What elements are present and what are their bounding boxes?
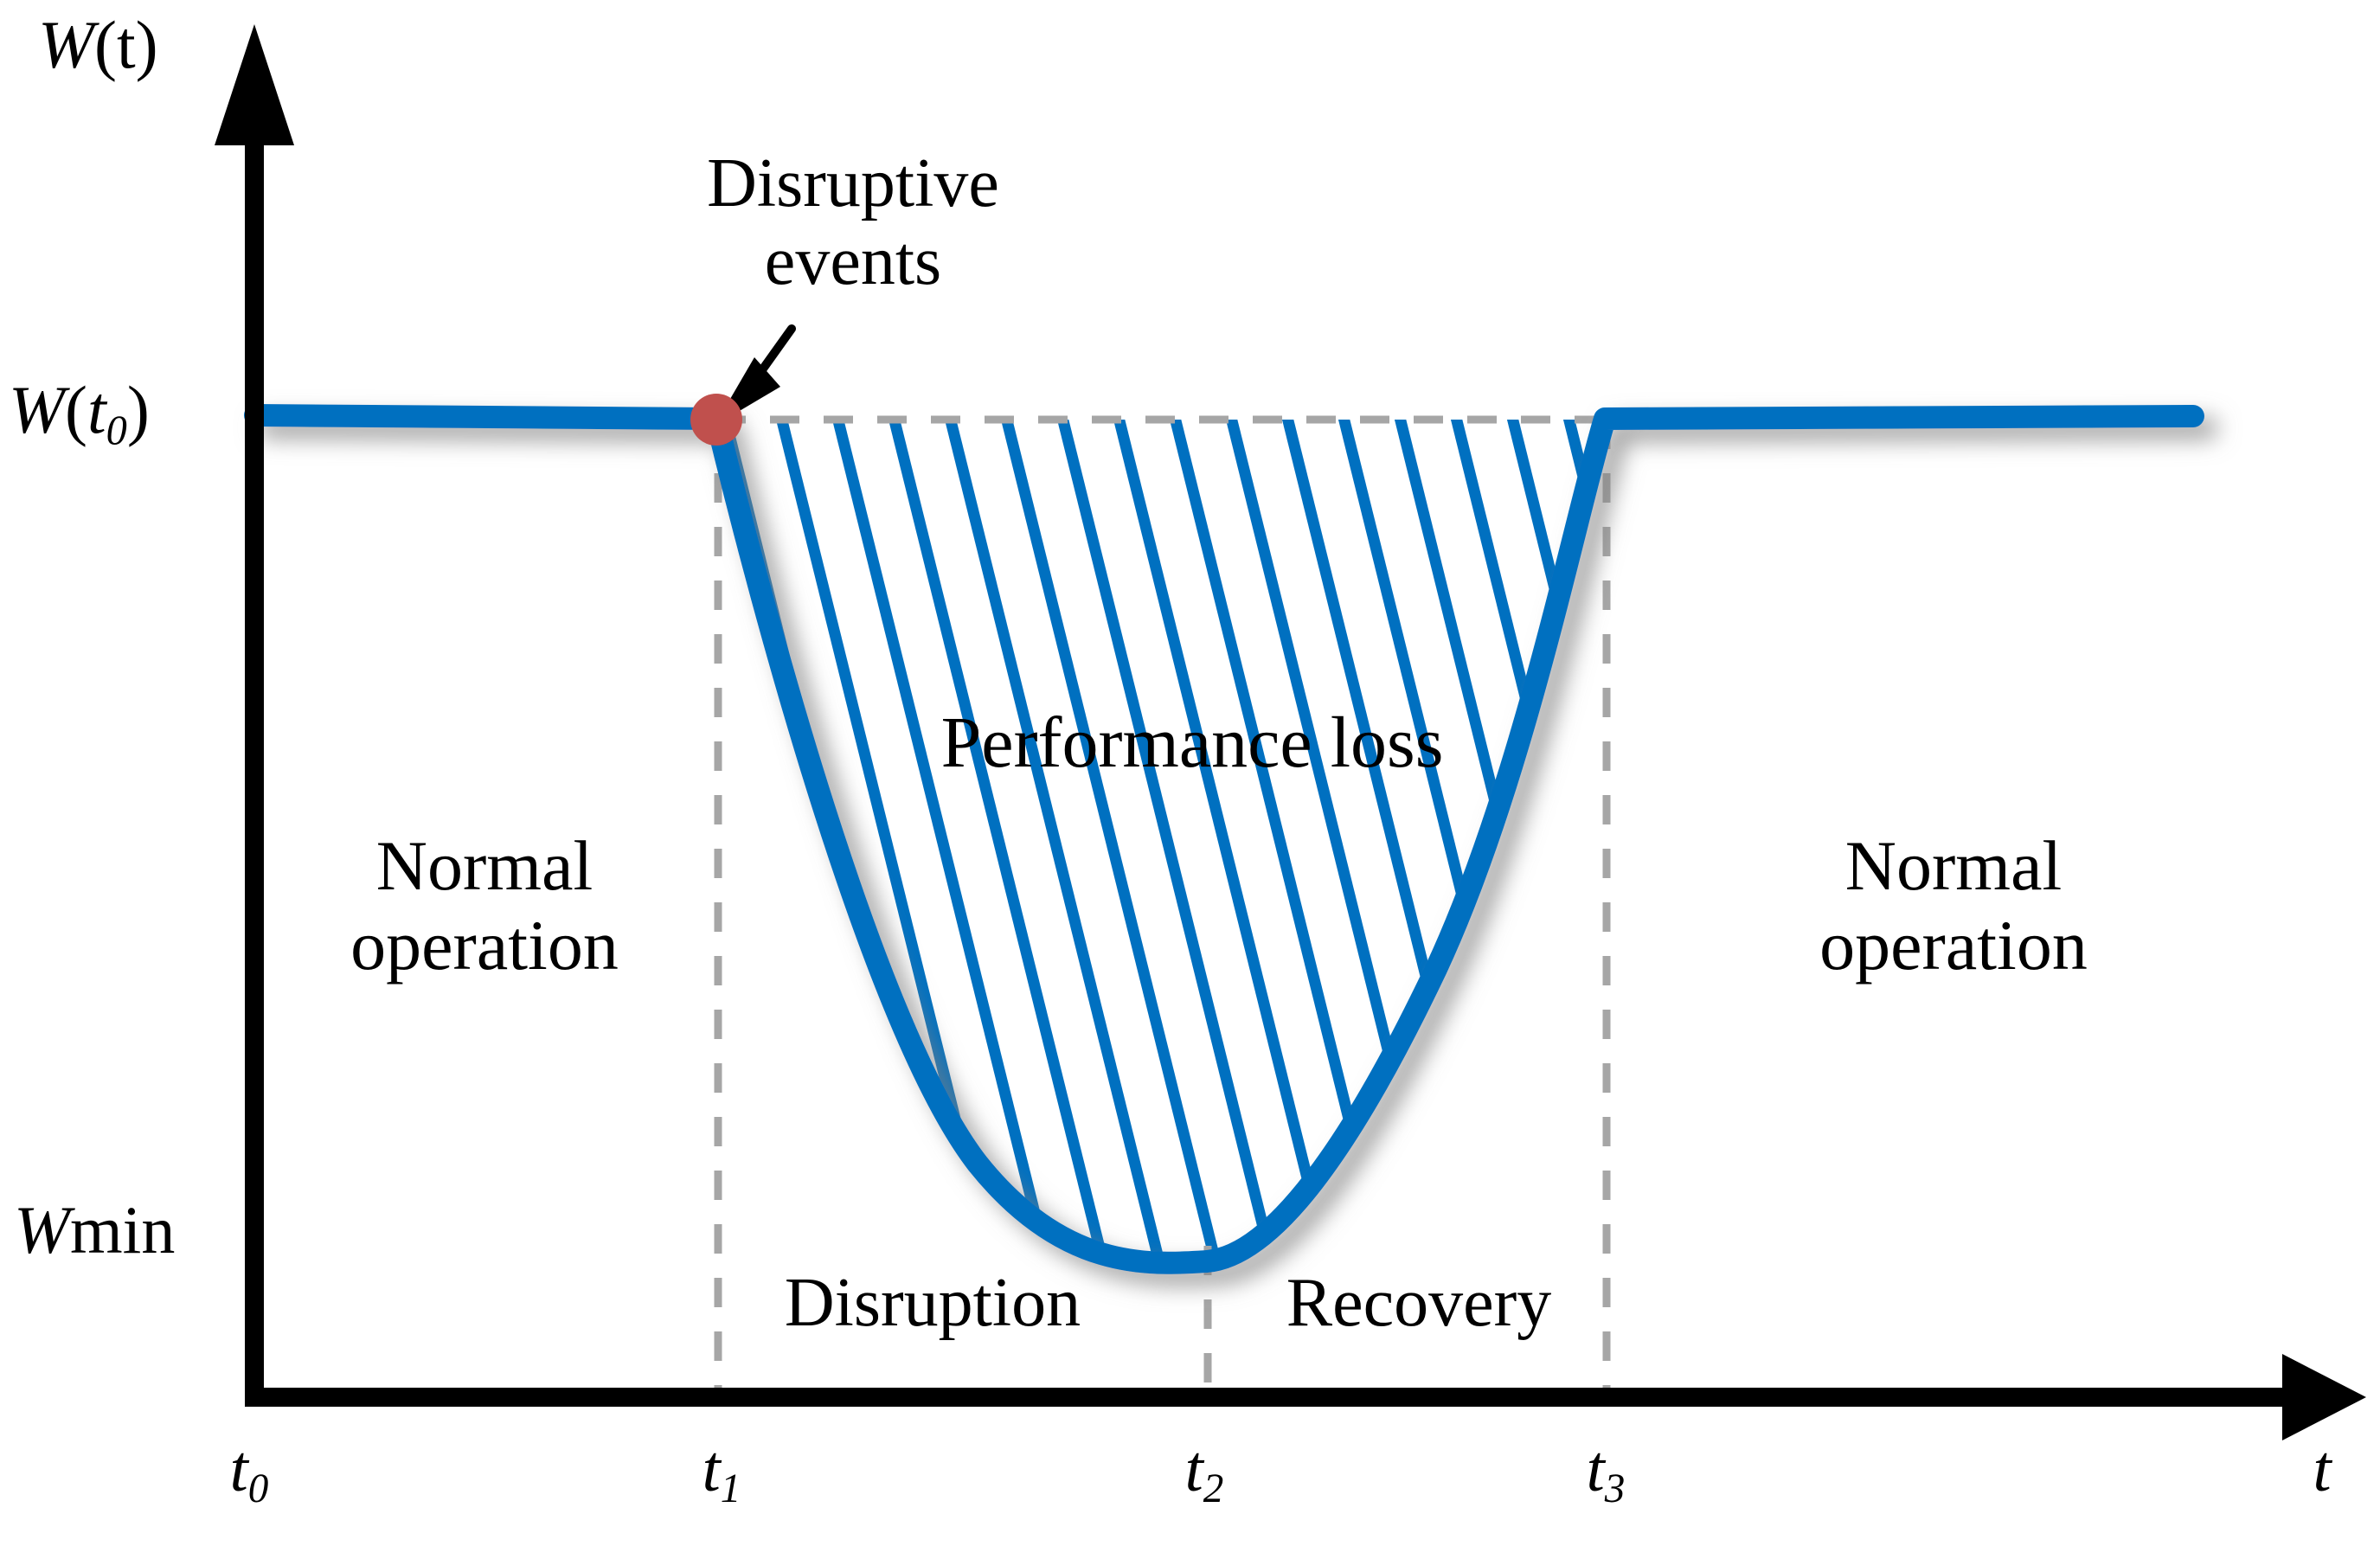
normal-operation-left-line2: operation (350, 905, 619, 985)
region-label-normal-operation-left: Normal operation (350, 826, 619, 985)
disruptive-events-annotation-label: Disruptive events (707, 145, 999, 300)
y-axis-title: W(t) (38, 7, 158, 82)
x-axis-arrowhead (2282, 1354, 2366, 1440)
x-tick-label-t0: t0 (229, 1433, 269, 1512)
phase-label-disruption: Disruption (784, 1265, 1081, 1341)
phase-label-recovery: Recovery (1286, 1265, 1552, 1341)
x-tick-label-t2: t2 (1184, 1433, 1224, 1512)
y-axis-arrowhead (215, 24, 294, 145)
y-level-label-w-t0: W(t0) (9, 372, 150, 454)
x-tick-label-t1: t1 (702, 1433, 741, 1512)
x-axis-line (245, 1388, 2292, 1407)
disruptive-events-line2: events (764, 222, 942, 299)
disruptive-event-marker (690, 394, 742, 446)
x-tick-label-t3: t3 (1586, 1433, 1626, 1512)
x-axis-title: t (2313, 1433, 2332, 1505)
performance-curve (244, 404, 2204, 1274)
normal-operation-left-line1: Normal (375, 826, 593, 905)
y-level-label-wmin: Wmin (14, 1192, 176, 1267)
normal-operation-right-line1: Normal (1844, 826, 2062, 905)
normal-operation-right-line2: operation (1819, 905, 2088, 985)
y-axis-line (245, 95, 264, 1404)
disruptive-events-line1: Disruptive (707, 145, 999, 221)
performance-loss-label: Performance loss (940, 702, 1444, 783)
axes (215, 24, 2366, 1440)
region-label-normal-operation-right: Normal operation (1819, 826, 2088, 985)
